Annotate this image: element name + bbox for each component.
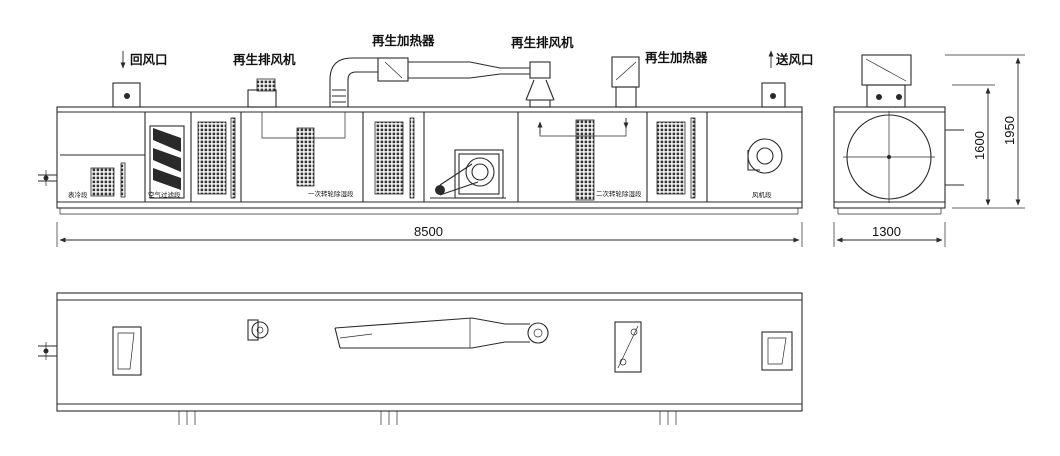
regen-heater-1-label: 再生加热器 [372, 33, 435, 48]
filter-panel [197, 121, 227, 195]
unit-body [56, 106, 803, 209]
return-air-duct [112, 82, 141, 108]
section-label-precool: 表冷段 [68, 190, 88, 199]
supply-air-label: 送风口 [775, 52, 814, 67]
regen-heater-2 [611, 56, 640, 88]
regen-fan-1-label: 再生排风机 [233, 52, 296, 67]
dimension-height-total: 1950 [1002, 116, 1017, 145]
fan-icon [747, 138, 783, 174]
regen-heater-2-label: 再生加热器 [645, 50, 708, 65]
desiccant-wheel-1 [296, 127, 315, 187]
return-air-label: 回风口 [130, 53, 168, 67]
supply-air-duct [761, 82, 786, 108]
regen-fan-1 [247, 89, 277, 108]
desiccant-wheel-2 [575, 119, 595, 201]
dimension-width: 1300 [872, 224, 901, 239]
dimension-length: 8500 [414, 224, 443, 239]
section-label-fan: 风机段 [752, 190, 772, 199]
regen-heater-1 [377, 57, 409, 82]
front-elevation: 回风口 再生排风机 再生加热器 再生排风机 再生加热器 送风口 表冷段 空气过滤… [38, 33, 814, 247]
dimension-height-body: 1600 [972, 131, 987, 160]
plan-view [38, 292, 803, 425]
cooling-coil [90, 167, 115, 197]
regen-fan-2 [529, 61, 551, 79]
side-elevation: 1600 1950 1300 [833, 54, 1025, 247]
section-label-filter: 空气过滤段 [148, 190, 181, 199]
plan-body [56, 292, 803, 412]
section-label-wheel-1: 一次转轮除湿段 [308, 189, 354, 198]
regen-fan-2-label: 再生排风机 [511, 35, 574, 50]
section-label-wheel-2: 二次转轮除湿段 [596, 189, 642, 198]
